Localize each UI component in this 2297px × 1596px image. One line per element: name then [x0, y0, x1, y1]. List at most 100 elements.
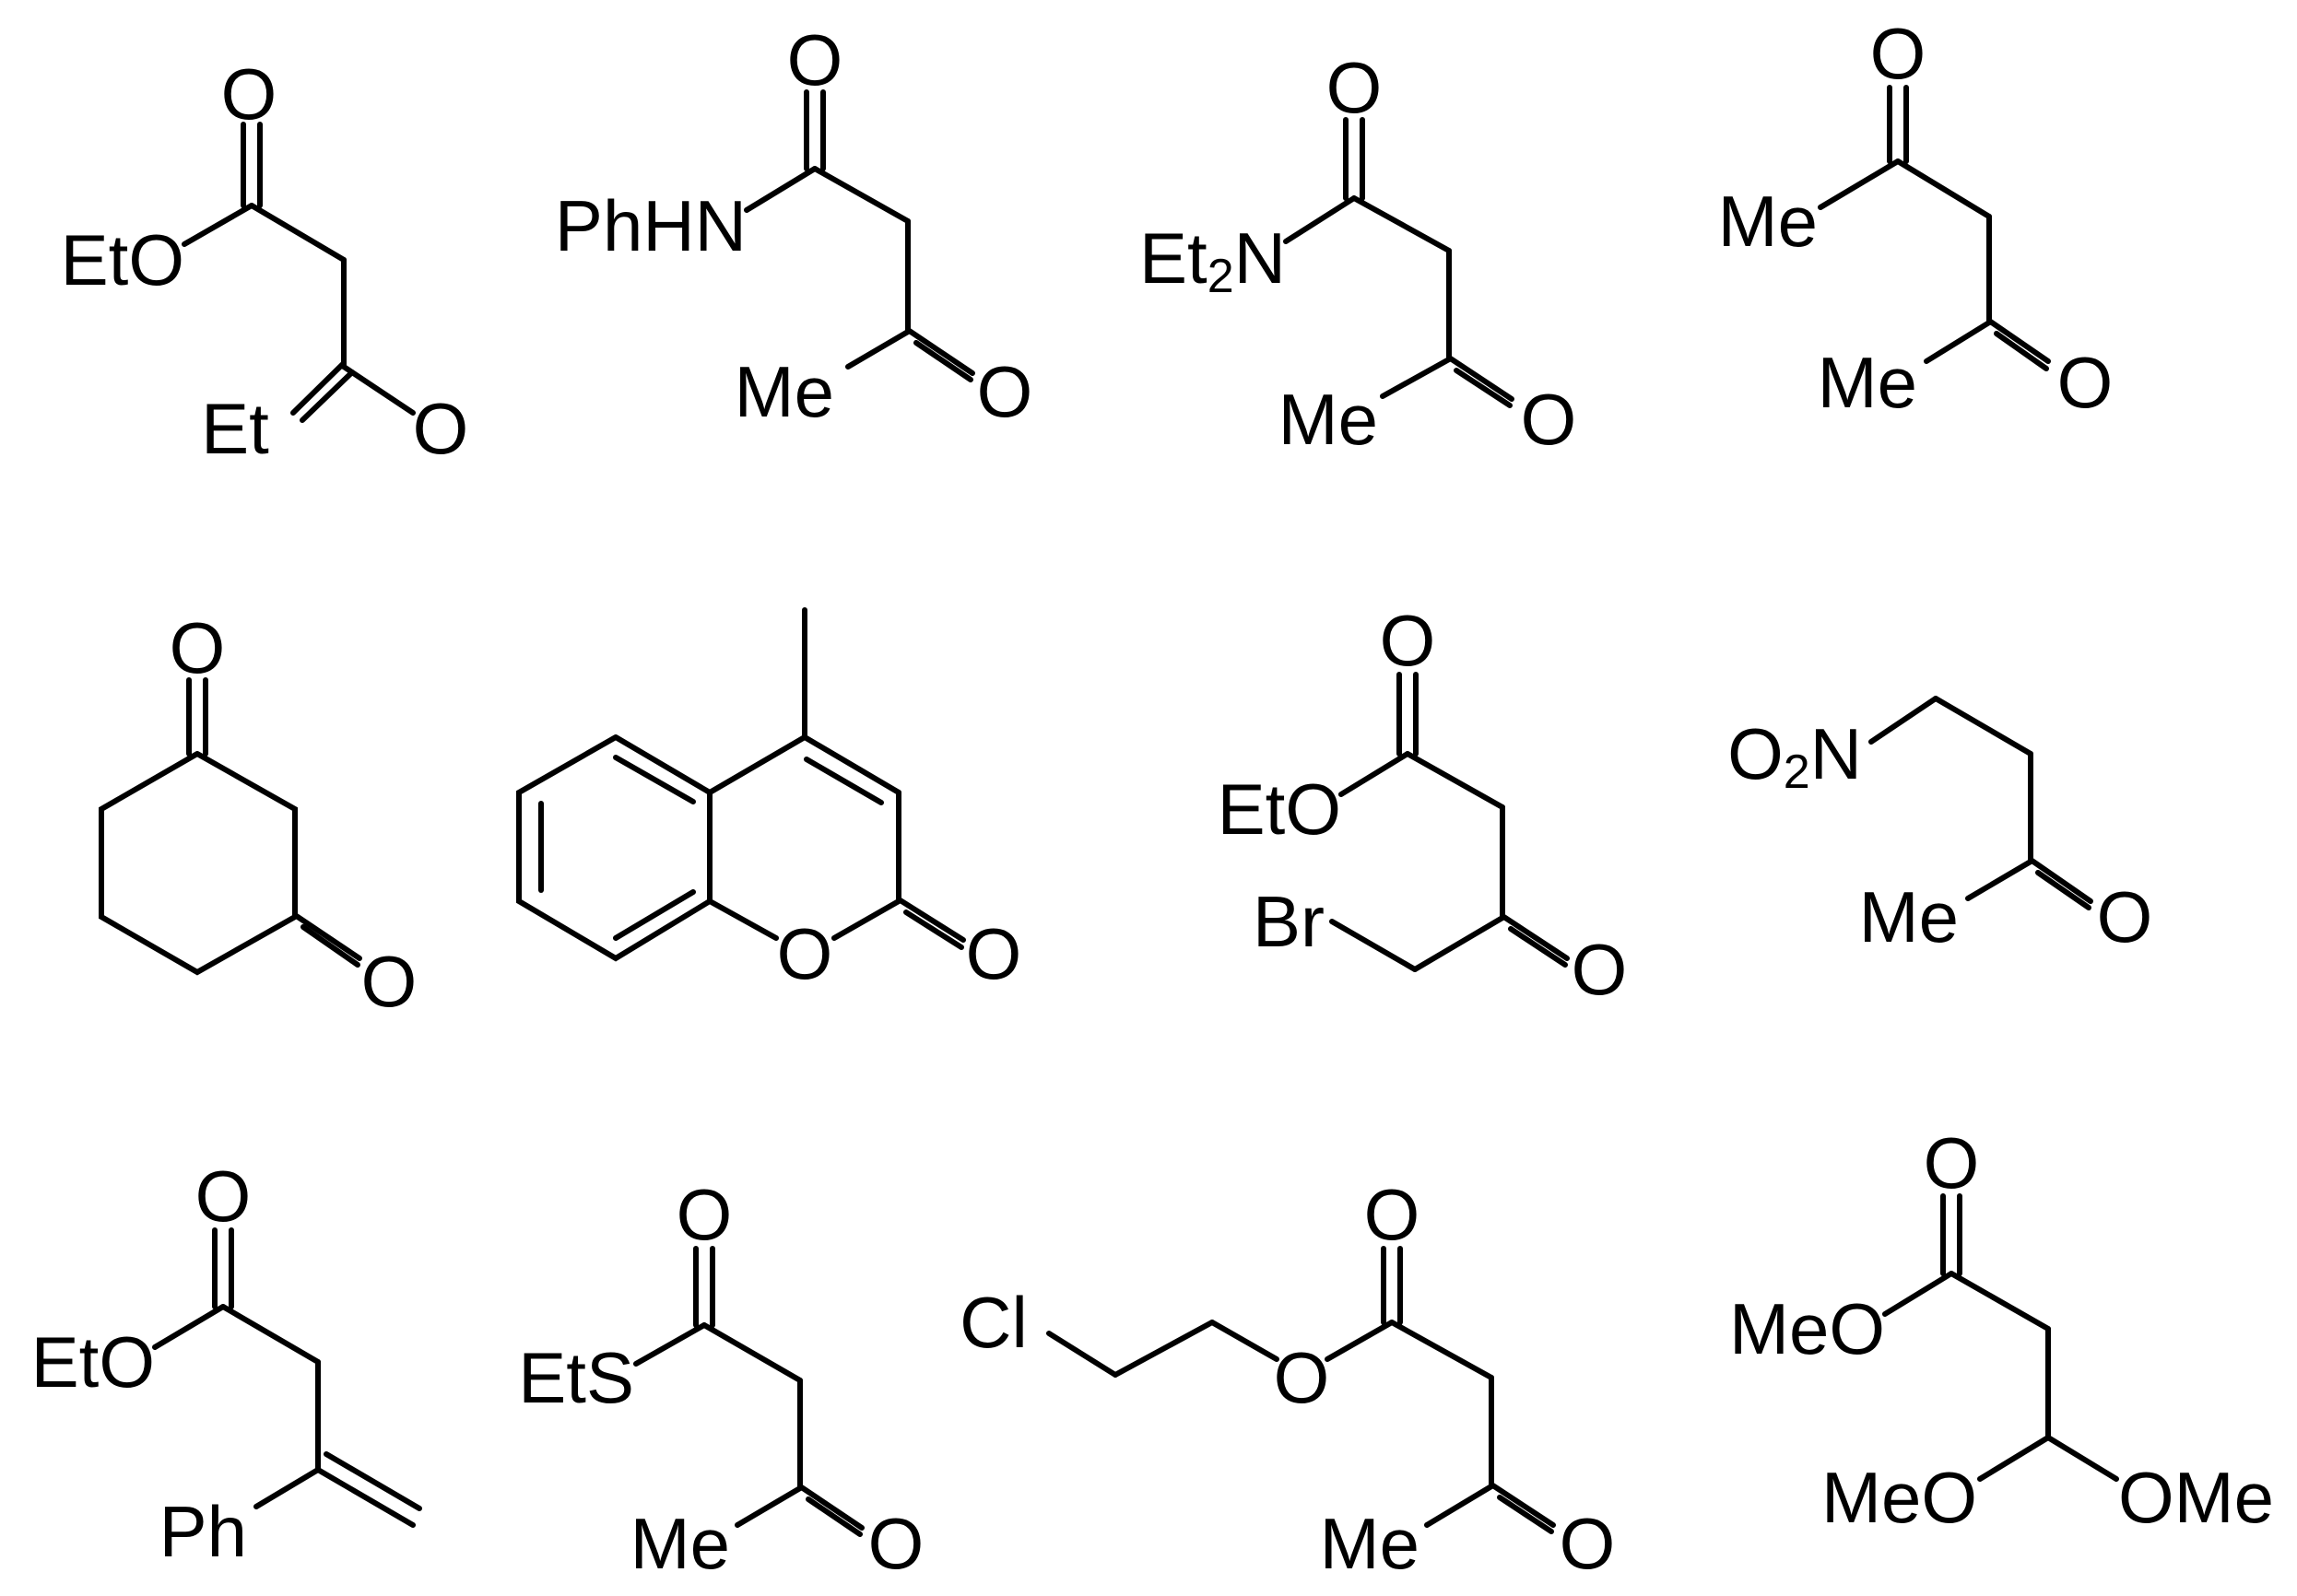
- bond: [1924, 320, 1992, 364]
- bond: [1454, 368, 1513, 408]
- bond: [2035, 870, 2091, 910]
- bond: [707, 898, 779, 941]
- bond: [1405, 751, 1505, 810]
- molecule-11: Cl O O Me O: [960, 1174, 1615, 1584]
- atom-label: Me: [735, 351, 834, 432]
- bond: [1046, 1331, 1118, 1378]
- atom-label: EtO: [61, 219, 184, 300]
- bond: [744, 166, 818, 213]
- atom-label: Br: [1253, 881, 1325, 962]
- bond: [806, 1496, 863, 1537]
- bond: [1868, 696, 1938, 745]
- bond: [903, 909, 964, 950]
- bond: [1329, 919, 1418, 972]
- atom-label: MeO: [1821, 1457, 1977, 1538]
- atom-label: Me: [1278, 379, 1378, 460]
- bond: [707, 734, 807, 795]
- bond: [182, 203, 254, 247]
- atom-label: O: [2097, 876, 2153, 957]
- atom-label: Me: [1718, 181, 1818, 262]
- bond: [1389, 1320, 1494, 1380]
- bond: [1818, 158, 1901, 210]
- bond: [1497, 1495, 1554, 1534]
- atom-label: OMe: [2118, 1457, 2274, 1538]
- bond: [1489, 1482, 1556, 1528]
- bond: [341, 364, 416, 416]
- atom-label: Et: [201, 388, 269, 469]
- atom-label: EtO: [31, 1321, 155, 1402]
- bond: [802, 734, 901, 795]
- atom-label: O: [2057, 342, 2114, 423]
- molecule-1: O EtO Et O: [61, 53, 469, 469]
- atom-label-main: O: [1727, 713, 1784, 794]
- bond: [1977, 1435, 2051, 1482]
- atom-label: PhHN: [555, 185, 747, 266]
- bond: [1508, 926, 1568, 968]
- atom-label: O: [677, 1174, 733, 1255]
- bond: [1113, 1320, 1215, 1378]
- atom-label: O2N: [1727, 713, 1862, 799]
- atom-label: O: [1572, 929, 1628, 1010]
- atom-label: O: [1870, 13, 1926, 94]
- bond: [220, 1304, 321, 1365]
- bond: [913, 340, 973, 382]
- bond: [633, 1322, 707, 1367]
- bond: [1446, 355, 1514, 402]
- atom-label: Et2N: [1139, 217, 1286, 303]
- bond: [1986, 318, 2051, 364]
- ring: [99, 751, 298, 976]
- bond: [804, 757, 884, 805]
- atom-label: MeO: [1729, 1288, 1885, 1369]
- atom-label: O: [787, 19, 843, 100]
- bond: [315, 1467, 416, 1528]
- bond: [845, 329, 911, 370]
- bond: [1895, 158, 1992, 219]
- molecule-5: O O: [99, 607, 418, 1022]
- atom-label: O: [1274, 1337, 1330, 1418]
- bond: [1338, 751, 1410, 797]
- atom-label: EtS: [518, 1337, 634, 1418]
- atom-label-subscript: 2: [1207, 250, 1234, 303]
- atom-label: Me: [630, 1503, 730, 1584]
- ring: [516, 734, 713, 962]
- atom-label-tail: N: [1234, 217, 1286, 299]
- molecule-10: O EtS Me O: [518, 1174, 924, 1584]
- atom-label-subscript: 2: [1784, 745, 1810, 799]
- bond: [1283, 195, 1357, 244]
- bond: [735, 1485, 803, 1528]
- bond: [1949, 1271, 2051, 1332]
- atom-label: Me: [1859, 876, 1959, 957]
- molecule-6: O O: [516, 607, 1021, 994]
- bond: [300, 924, 360, 968]
- atom-label: O: [221, 53, 277, 135]
- bond: [1933, 696, 2033, 757]
- bond: [613, 889, 696, 941]
- bond: [1209, 1320, 1279, 1362]
- atom-label: O: [1521, 379, 1577, 460]
- bond: [1994, 331, 2049, 371]
- molecule-2: O PhHN Me O: [555, 19, 1032, 432]
- bond: [152, 1304, 226, 1350]
- bond: [1500, 913, 1570, 961]
- molecule-8: O2N Me O: [1727, 696, 2153, 957]
- atom-label-main: Et: [1139, 217, 1207, 299]
- bond: [292, 912, 362, 961]
- atom-label: O: [1326, 47, 1383, 128]
- bond: [1351, 195, 1452, 253]
- atom-label: EtO: [1218, 769, 1341, 850]
- atom-label: O: [777, 913, 833, 994]
- bond: [324, 1451, 422, 1511]
- atom-label: O: [361, 941, 418, 1022]
- atom-label: O: [195, 1156, 252, 1237]
- bond: [613, 755, 696, 804]
- atom-label: Cl: [960, 1282, 1028, 1363]
- bond: [1380, 357, 1452, 399]
- bond: [1325, 1320, 1395, 1362]
- bond: [290, 361, 346, 416]
- bond: [249, 203, 347, 263]
- molecule-3: O Et2N Me O: [1139, 47, 1576, 460]
- bond: [797, 1484, 865, 1531]
- bond: [300, 370, 355, 423]
- bond: [253, 1467, 321, 1509]
